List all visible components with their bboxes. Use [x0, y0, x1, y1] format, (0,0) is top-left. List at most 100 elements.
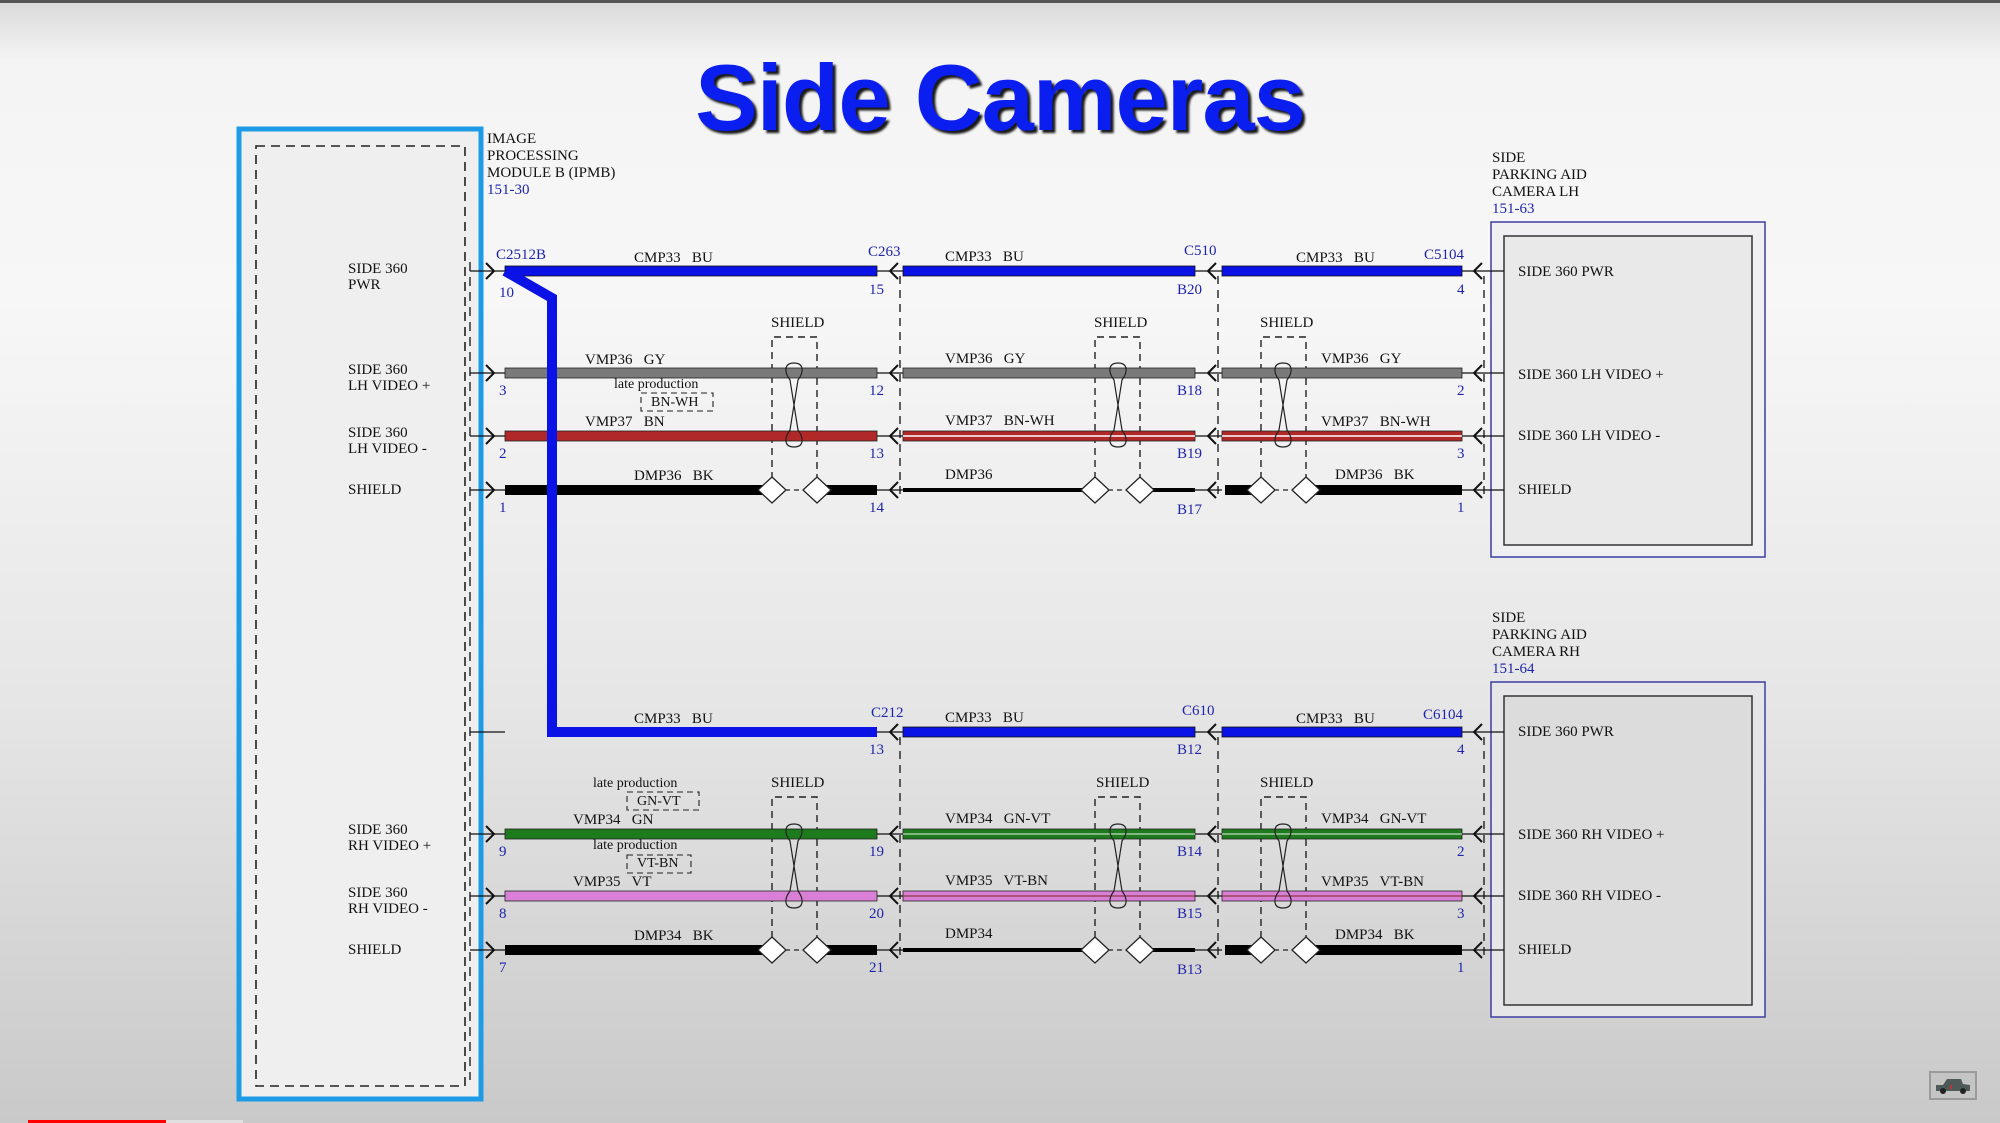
wire-label[interactable]: VMP36 GY [1321, 351, 1402, 367]
video-progress-fill[interactable] [28, 1120, 166, 1123]
ipmb-name-line-3: MODULE B (IPMB) [487, 165, 616, 181]
wire-label[interactable]: DMP36 [945, 467, 993, 483]
camera-lh-connector-id[interactable]: C5104 [1424, 247, 1465, 263]
wire-label[interactable]: VMP36 GY [945, 351, 1026, 367]
camera-lh-name-line-3: CAMERA LH [1492, 184, 1580, 200]
wire-label[interactable]: DMP34 BK [1335, 927, 1415, 943]
camera-rh-name-line-2: PARKING AID [1492, 627, 1587, 643]
camera-rh-name-line-3: CAMERA RH [1492, 644, 1580, 660]
wire-label[interactable]: DMP36 BK [1335, 467, 1415, 483]
truck-icon [1936, 1079, 1970, 1094]
ipmb-pin-label: SIDE 360 [348, 362, 408, 378]
shield-drain-diamond-icons [757, 476, 1321, 964]
pin-number: 4 [1457, 282, 1465, 298]
wire-label[interactable]: VMP35 VT-BN [1321, 874, 1424, 890]
wire-label[interactable]: VMP36 GY [585, 352, 666, 368]
pin-number: 10 [499, 285, 514, 301]
shield-label: SHIELD [771, 775, 825, 791]
pin-number: 7 [499, 960, 507, 976]
wire-label[interactable]: CMP33 BU [1296, 250, 1375, 266]
wire-label[interactable]: CMP33 BU [634, 711, 713, 727]
camera-rh-ref[interactable]: 151-64 [1492, 661, 1535, 677]
inline-connector-id[interactable]: C510 [1184, 243, 1217, 259]
ipmb-pin-label: SIDE 360 [348, 822, 408, 838]
pin-number: B12 [1177, 742, 1203, 758]
late-production-boxes [626, 392, 714, 874]
late-production-note: late production [593, 776, 678, 791]
ipmb-module[interactable] [236, 126, 484, 1102]
camera-rh-connector-id[interactable]: C6104 [1423, 707, 1464, 723]
camera-rh-module[interactable] [1490, 681, 1766, 1018]
wire-label[interactable]: DMP36 BK [634, 468, 714, 484]
camera-rh-inner [1503, 695, 1753, 1006]
inline-connector-id[interactable]: C212 [871, 705, 904, 721]
inline-connector-id[interactable]: C610 [1182, 703, 1215, 719]
pin-number: 4 [1457, 742, 1465, 758]
pin-number: B19 [1177, 446, 1203, 462]
connector-dashes [469, 262, 1485, 1080]
wire-label[interactable]: VMP37 BN-WH [1321, 414, 1431, 430]
pin-number: 2 [1457, 844, 1465, 860]
wire-label[interactable]: VMP35 VT-BN [945, 873, 1048, 889]
camera-pin-label: SIDE 360 PWR [1518, 264, 1614, 280]
ipmb-connector-id[interactable]: C2512B [496, 247, 547, 263]
camera-pin-label: SIDE 360 LH VIDEO - [1518, 428, 1661, 444]
pin-number: B17 [1177, 502, 1203, 518]
ipmb-pin-label: SIDE 360 [348, 261, 408, 277]
ipmb-name-line-1: IMAGE [487, 131, 537, 147]
ipmb-pin-label: SHIELD [348, 482, 402, 498]
inline-connector-id[interactable]: C263 [868, 244, 901, 260]
shield-label: SHIELD [1260, 315, 1314, 331]
late-production-note: late production [614, 377, 699, 392]
late-production-color: GN-VT [637, 794, 681, 809]
wire-label[interactable]: DMP34 BK [634, 928, 714, 944]
pin-number: 8 [499, 906, 507, 922]
camera-rh-name-line-1: SIDE [1492, 610, 1526, 626]
pin-number: B14 [1177, 844, 1203, 860]
ipmb-dashed-outline [255, 145, 466, 1087]
lh-shield-circuit[interactable] [505, 485, 1462, 495]
wire-label[interactable]: VMP37 BN-WH [945, 413, 1055, 429]
late-production-note: late production [593, 838, 678, 853]
camera-lh-name-line-2: PARKING AID [1492, 167, 1587, 183]
channel-logo[interactable] [1929, 1071, 1977, 1100]
late-production-color: BN-WH [651, 395, 699, 410]
shield-boxes [771, 336, 1307, 950]
wire-label[interactable]: CMP33 BU [945, 249, 1024, 265]
camera-lh-name-line-1: SIDE [1492, 150, 1526, 166]
pin-number: 2 [499, 446, 507, 462]
twisted-pair-icons [785, 362, 1292, 909]
ipmb-pin-label: SHIELD [348, 942, 402, 958]
ipmb-pin-label: PWR [348, 277, 381, 293]
ipmb-pin-label: LH VIDEO - [348, 441, 427, 457]
wire-label[interactable]: DMP34 [945, 926, 993, 942]
ipmb-pin-label: LH VIDEO + [348, 378, 431, 394]
shield-label: SHIELD [1260, 775, 1314, 791]
camera-pin-label: SHIELD [1518, 942, 1572, 958]
rh-video-minus-circuit[interactable] [504, 890, 1463, 902]
lh-video-minus-circuit[interactable] [504, 430, 1463, 442]
wire-label[interactable]: CMP33 BU [634, 250, 713, 266]
lh-pwr-circuit[interactable] [504, 265, 1463, 277]
pin-number: 3 [1457, 446, 1465, 462]
ipmb-pin-label: SIDE 360 [348, 885, 408, 901]
wire-label[interactable]: VMP34 GN [573, 812, 654, 828]
camera-pin-label: SIDE 360 RH VIDEO - [1518, 888, 1662, 904]
shield-label: SHIELD [1094, 315, 1148, 331]
camera-lh-ref[interactable]: 151-63 [1492, 201, 1535, 217]
wire-label[interactable]: CMP33 BU [945, 710, 1024, 726]
wire-label[interactable]: VMP34 GN-VT [945, 811, 1051, 827]
camera-pin-label: SIDE 360 RH VIDEO + [1518, 827, 1665, 843]
wire-label[interactable]: VMP37 BN [585, 414, 665, 430]
wire-label[interactable]: VMP35 VT [573, 874, 652, 890]
wire-label[interactable]: VMP34 GN-VT [1321, 811, 1427, 827]
rh-shield-circuit[interactable] [505, 945, 1462, 955]
rh-pwr-circuit[interactable] [502, 266, 1463, 738]
camera-lh-module[interactable] [1490, 221, 1766, 558]
wire-label[interactable]: CMP33 BU [1296, 711, 1375, 727]
pin-number: 15 [869, 282, 884, 298]
ipmb-ref[interactable]: 151-30 [487, 182, 530, 198]
pin-number: B20 [1177, 282, 1203, 298]
pin-number: 14 [869, 500, 884, 516]
pin-number: 20 [869, 906, 884, 922]
